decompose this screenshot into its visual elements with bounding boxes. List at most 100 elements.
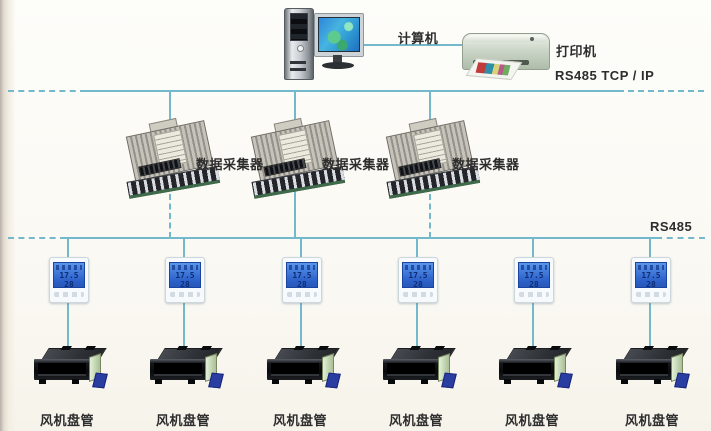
drop-thermostat-1 [67, 238, 69, 258]
unit-foot [272, 379, 279, 384]
thermostat-buttons [287, 292, 317, 297]
unit-foot [537, 379, 544, 384]
fan-coil-front [383, 359, 439, 380]
drop-thermostat-5 [532, 238, 534, 258]
thermostat-buttons [636, 292, 666, 297]
lcd-reading: 17.5 28 [59, 271, 79, 289]
unit-foot [188, 379, 195, 384]
bus-bottom-dash-right [656, 237, 705, 239]
drop-fancoil-5 [532, 299, 534, 351]
pipe-bracket [208, 372, 224, 389]
mount-bracket [549, 346, 561, 350]
computer-printer-link [358, 44, 462, 46]
computer-tower [284, 8, 314, 80]
monitor-stand [333, 55, 342, 63]
lcd-segments [521, 265, 547, 270]
fan-coil-label: 风机盘管 [388, 413, 443, 428]
fan-coil-front [499, 359, 555, 380]
lcd-segments [172, 265, 198, 270]
lcd-reading: 17.5 28 [292, 271, 312, 289]
unit-foot [654, 379, 661, 384]
fan-coil-front [267, 359, 323, 380]
bus-top-line [86, 90, 618, 92]
fan-coil-front [150, 359, 206, 380]
monitor-screen [318, 17, 360, 52]
unit-foot [621, 379, 628, 384]
drop-thermostat-2 [183, 238, 185, 258]
mount-bracket [60, 346, 72, 350]
mount-bracket [433, 346, 445, 350]
thermostat-lcd: 17.5 28 [402, 262, 434, 289]
unit-foot [504, 379, 511, 384]
lcd-segments [405, 265, 431, 270]
fan-coil-label: 风机盘管 [39, 413, 94, 428]
mount-bracket [666, 346, 678, 350]
fan-coil-label: 风机盘管 [504, 413, 559, 428]
fan-coil-front [34, 359, 90, 380]
thermostat: 17.5 28 [398, 257, 438, 303]
mount-bracket [525, 346, 537, 350]
collector-label: 数据采集器 [452, 157, 520, 172]
bus-top-dash-right [618, 90, 704, 92]
unit-foot [155, 379, 162, 384]
drop-fancoil-3 [300, 299, 302, 351]
unit-foot [72, 379, 79, 384]
drop-fancoil-6 [649, 299, 651, 351]
thermostat-buttons [519, 292, 549, 297]
bus-top-dash-left [8, 90, 86, 92]
unit-foot [388, 379, 395, 384]
lcd-reading: 17.5 28 [524, 271, 544, 289]
monitor-base [322, 62, 354, 69]
fan-coil-unit [381, 346, 457, 389]
computer-monitor [314, 13, 364, 57]
drop-thermostat-3 [300, 238, 302, 258]
thermostat-buttons [403, 292, 433, 297]
mount-bracket [317, 346, 329, 350]
fan-coil-unit [497, 346, 573, 389]
mount-bracket [642, 346, 654, 350]
fan-coil-front [616, 359, 672, 380]
drop-fancoil-2 [183, 299, 185, 351]
drop-collector-bus-1 [169, 194, 171, 238]
power-button [297, 45, 304, 52]
pipe-bracket [557, 372, 573, 389]
drop-collector-bus-3 [429, 194, 431, 238]
mount-bracket [409, 346, 421, 350]
mount-bracket [293, 346, 305, 350]
printer [462, 28, 550, 81]
lcd-reading: 17.5 28 [408, 271, 428, 289]
bus-bottom-dash-left [8, 237, 66, 239]
fan-coil-unit [32, 346, 108, 389]
fan-coil-label: 风机盘管 [272, 413, 327, 428]
thermostat-buttons [170, 292, 200, 297]
printer-output-paper [465, 57, 523, 81]
bus-bottom-label: RS485 [650, 219, 693, 234]
lcd-segments [289, 265, 315, 270]
thermostat-lcd: 17.5 28 [53, 262, 85, 289]
bus-top-label: RS485 TCP / IP [555, 68, 655, 83]
printer-label: 打印机 [556, 44, 597, 59]
collector-label: 数据采集器 [196, 157, 264, 172]
lcd-reading: 17.5 28 [175, 271, 195, 289]
pipe-bracket [441, 372, 457, 389]
mount-bracket [84, 346, 96, 350]
fan-coil-unit [148, 346, 224, 389]
pipe-bracket [325, 372, 341, 389]
drop-thermostat-4 [416, 238, 418, 258]
thermostat-buttons [54, 292, 84, 297]
thermostat: 17.5 28 [514, 257, 554, 303]
collector-label: 数据采集器 [322, 157, 390, 172]
unit-foot [421, 379, 428, 384]
thermostat: 17.5 28 [49, 257, 89, 303]
lcd-segments [56, 265, 82, 270]
unit-foot [305, 379, 312, 384]
thermostat-lcd: 17.5 28 [518, 262, 550, 289]
drop-fancoil-1 [67, 299, 69, 351]
fan-coil-unit [614, 346, 690, 389]
thermostat-lcd: 17.5 28 [286, 262, 318, 289]
mount-bracket [176, 346, 188, 350]
thermostat: 17.5 28 [282, 257, 322, 303]
unit-foot [39, 379, 46, 384]
thermostat: 17.5 28 [631, 257, 671, 303]
